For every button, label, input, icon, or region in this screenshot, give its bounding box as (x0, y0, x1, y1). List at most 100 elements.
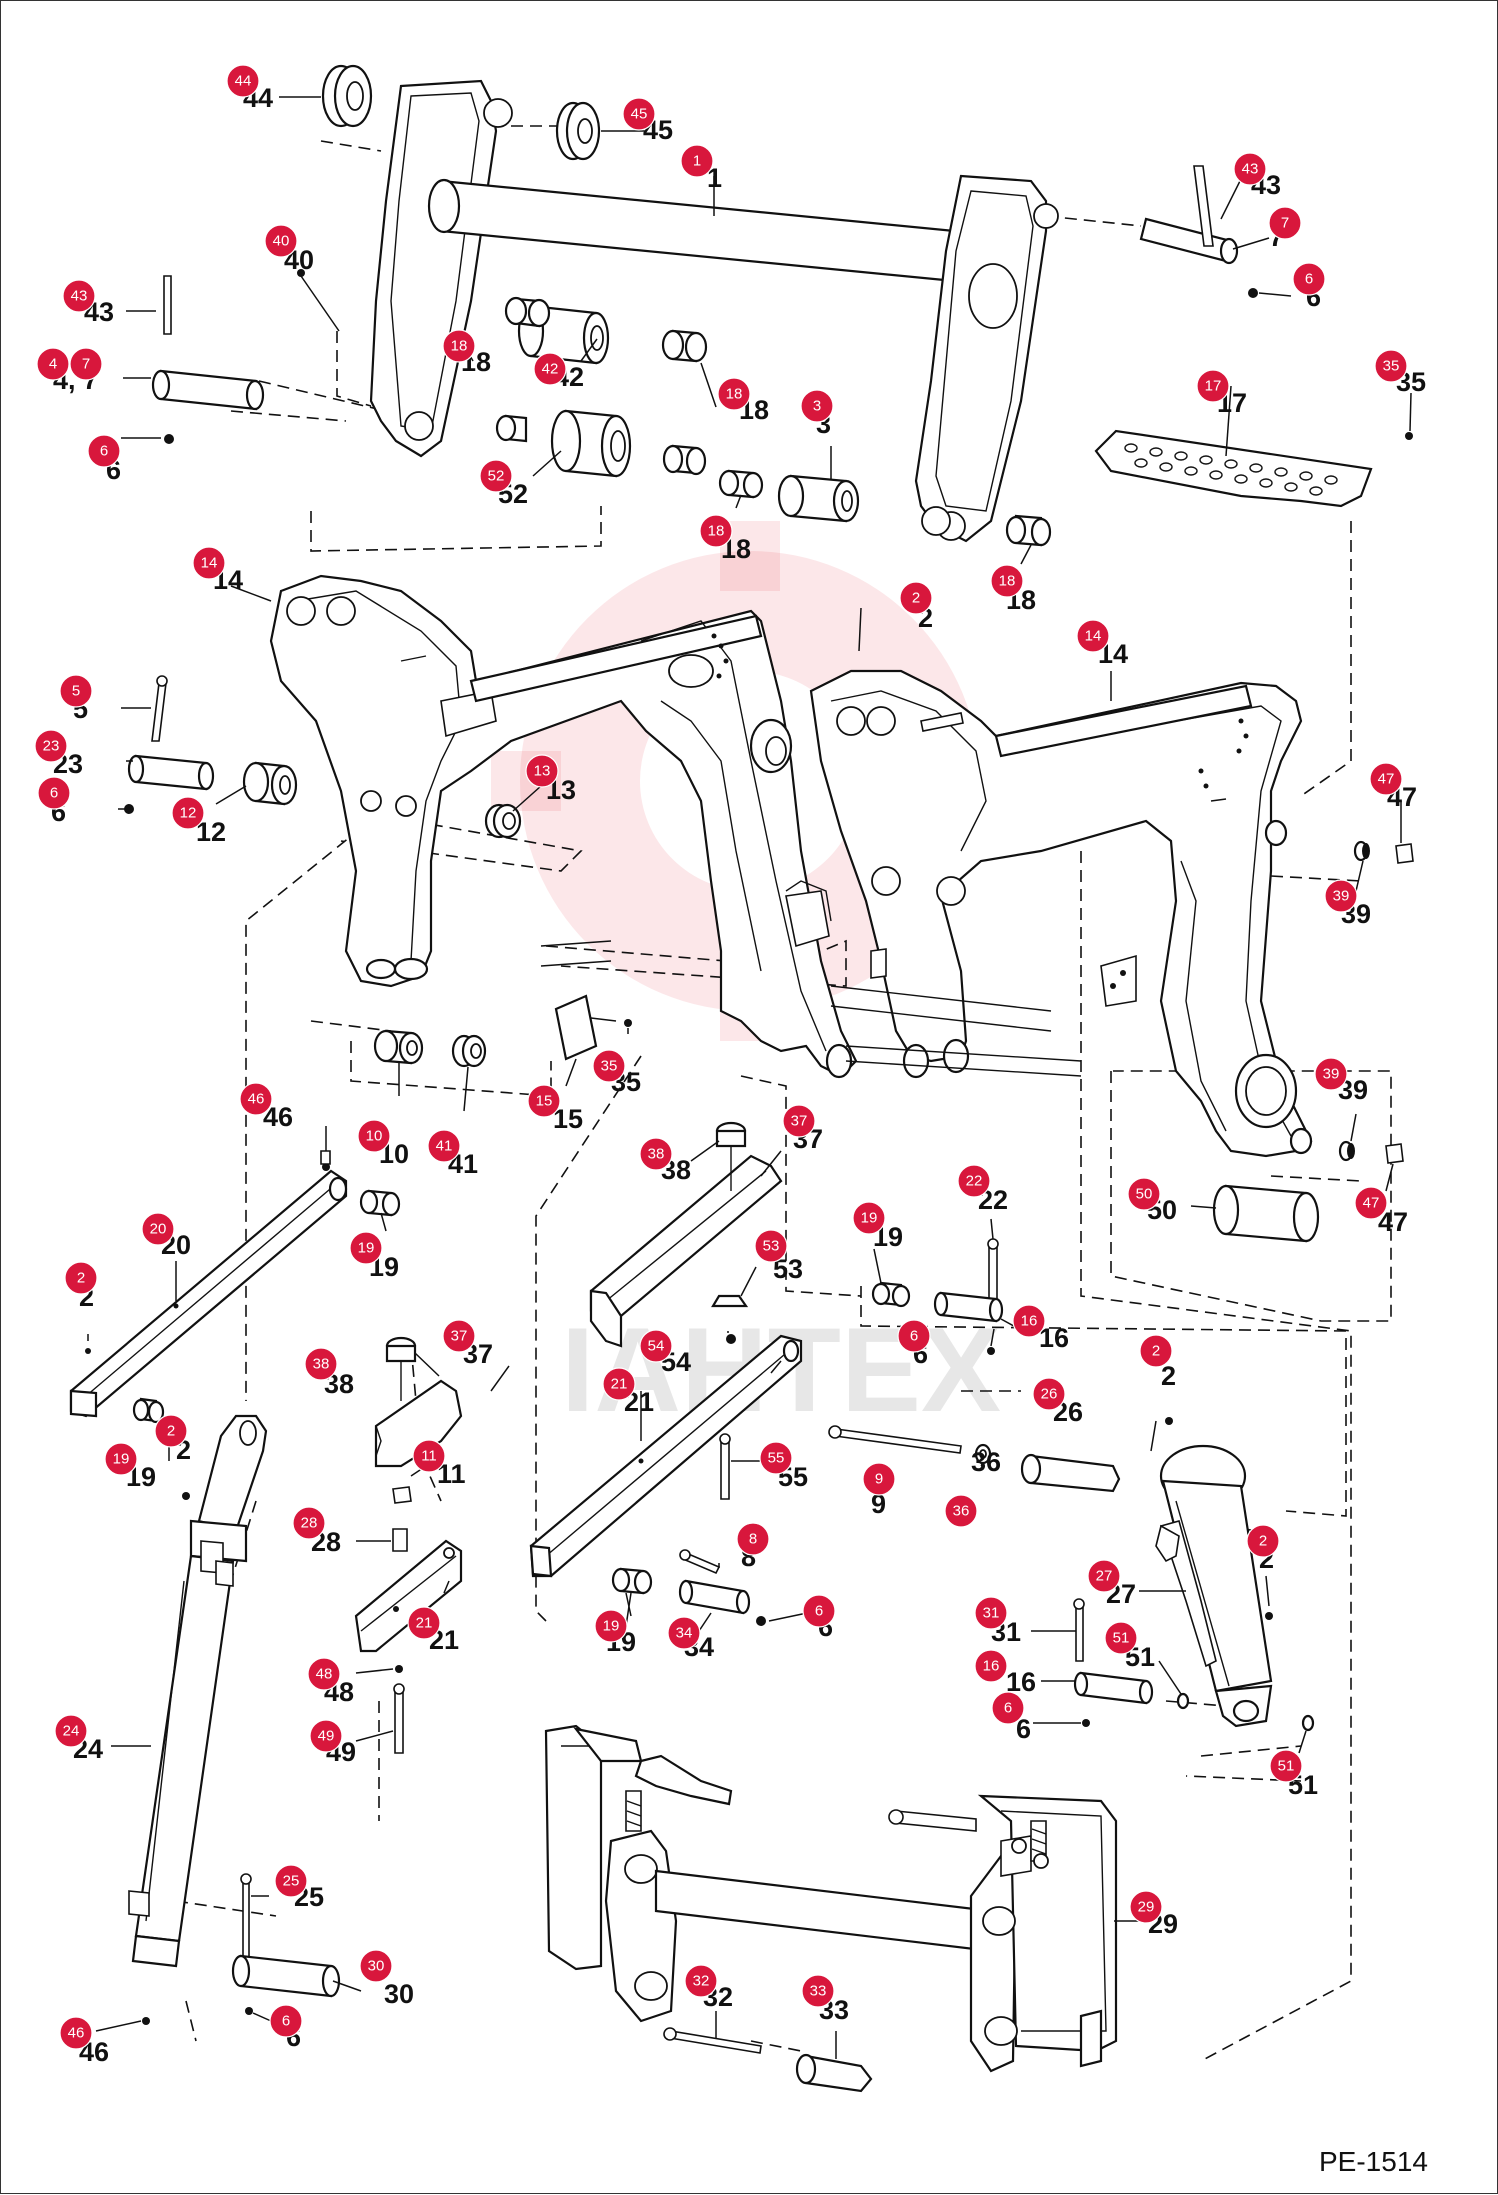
callout-badge[interactable]: 35 (592, 1049, 626, 1083)
callout-badge[interactable]: 18 (699, 514, 733, 548)
callout-badge[interactable]: 21 (602, 1367, 636, 1401)
callout-badge[interactable]: 50 (1127, 1177, 1161, 1211)
callout-badge[interactable]: 32 (684, 1964, 718, 1998)
callout-badge[interactable]: 46 (239, 1082, 273, 1116)
callout-badge[interactable]: 2 (64, 1261, 98, 1295)
callout-badge[interactable]: 23 (34, 729, 68, 763)
callout-badge[interactable]: 3 (800, 389, 834, 423)
callout-badge[interactable]: 27 (1087, 1559, 1121, 1593)
callout-badge[interactable]: 51 (1269, 1749, 1303, 1783)
callout-badge[interactable]: 6 (991, 1691, 1025, 1725)
part-6-nut-g (245, 2007, 253, 2015)
svg-text:35: 35 (1383, 358, 1400, 375)
callout-badge[interactable]: 44 (226, 64, 260, 98)
callout-badge[interactable]: 43 (62, 279, 96, 313)
callout-badge[interactable]: 36 (944, 1494, 978, 1528)
callout-badge[interactable]: 53 (754, 1229, 788, 1263)
callout-badge[interactable]: 2 (899, 581, 933, 615)
svg-text:18: 18 (999, 573, 1016, 590)
callout-badge[interactable]: 6 (37, 776, 71, 810)
callout-badge[interactable]: 55 (759, 1441, 793, 1475)
callout-badge[interactable]: 9 (862, 1462, 896, 1496)
callout-badge[interactable]: 15 (527, 1084, 561, 1118)
callout-badge[interactable]: 51 (1104, 1621, 1138, 1655)
callout-badge[interactable]: 39 (1324, 879, 1358, 913)
callout-badge[interactable]: 49 (309, 1719, 343, 1753)
callout-badge[interactable]: 18 (717, 377, 751, 411)
callout-badge[interactable]: 45 (622, 97, 656, 131)
callout-badge[interactable]: 1 (680, 144, 714, 178)
callout-badge[interactable]: 31 (974, 1596, 1008, 1630)
part-27-cylinder (1155, 1417, 1273, 1728)
callout-badge[interactable]: 54 (639, 1329, 673, 1363)
callout-badge[interactable]: 30 (359, 1949, 393, 1983)
callout-badge[interactable]: 38 (639, 1137, 673, 1171)
callout-badge[interactable]: 18 (442, 329, 476, 363)
callout-badge[interactable]: 43 (1233, 152, 1267, 186)
part-52-bushing (495, 409, 632, 478)
callout-badge[interactable]: 41 (427, 1129, 461, 1163)
callout-badge[interactable]: 35 (1374, 349, 1408, 383)
part-number-labels: 44 45 1 43 7 6 40 43 4, 7 6 18 42 18 52 … (51, 83, 1426, 2067)
callout-badge[interactable]: 6 (802, 1594, 836, 1628)
callout-badge[interactable]: 6 (897, 1319, 931, 1353)
part-50-bushing (1212, 1184, 1320, 1243)
callout-badge[interactable]: 2 (154, 1414, 188, 1448)
callout-badge[interactable]: 46 (59, 2016, 93, 2050)
callout-badge[interactable]: 42 (533, 352, 567, 386)
leader-lines (95, 96, 1412, 2059)
callout-badge[interactable]: 13 (525, 754, 559, 788)
callout-badge[interactable]: 52 (479, 459, 513, 493)
callout-badge[interactable]: 40 (264, 224, 298, 258)
svg-text:21: 21 (611, 1376, 628, 1393)
part-7-pin-right (1139, 165, 1258, 298)
callout-badge[interactable]: 4 (36, 347, 70, 381)
svg-text:6: 6 (282, 2013, 290, 2030)
callout-badge[interactable]: 2 (1246, 1524, 1280, 1558)
reference-code: PE-1514 (1319, 2146, 1428, 2177)
part-55-bolt (719, 1433, 731, 1500)
callout-badge[interactable]: 10 (357, 1119, 391, 1153)
callout-badge[interactable]: 18 (990, 564, 1024, 598)
callout-badge[interactable]: 6 (87, 434, 121, 468)
callout-badge[interactable]: 16 (974, 1649, 1008, 1683)
callout-badge[interactable]: 19 (594, 1609, 628, 1643)
callout-badge[interactable]: 25 (274, 1864, 308, 1898)
callout-badge[interactable]: 8 (736, 1522, 770, 1556)
callout-badge[interactable]: 19 (852, 1201, 886, 1235)
callout-badge[interactable]: 48 (307, 1657, 341, 1691)
callout-badge[interactable]: 5 (59, 674, 93, 708)
callout-badge[interactable]: 17 (1196, 369, 1230, 403)
callout-badge[interactable]: 20 (141, 1212, 175, 1246)
callout-badge[interactable]: 39 (1314, 1057, 1348, 1091)
callout-badge[interactable]: 6 (269, 2004, 303, 2038)
callout-badge[interactable]: 24 (54, 1714, 88, 1748)
callout-badge[interactable]: 22 (957, 1164, 991, 1198)
callout-badge[interactable]: 12 (171, 796, 205, 830)
callout-badge[interactable]: 14 (1076, 619, 1110, 653)
svg-text:51: 51 (1278, 1758, 1295, 1775)
callout-badge[interactable]: 26 (1032, 1377, 1066, 1411)
callout-badge[interactable]: 2 (1139, 1334, 1173, 1368)
callout-badge[interactable]: 34 (667, 1616, 701, 1650)
callout-badge[interactable]: 19 (349, 1231, 383, 1265)
callout-badge[interactable]: 37 (442, 1319, 476, 1353)
callout-badge[interactable]: 14 (192, 546, 226, 580)
callout-badge[interactable]: 6 (1292, 262, 1326, 296)
callout-badge[interactable]: 16 (1012, 1304, 1046, 1338)
callout-badge[interactable]: 21 (407, 1606, 441, 1640)
svg-text:30: 30 (368, 1958, 385, 1975)
svg-text:51: 51 (1113, 1630, 1130, 1647)
callout-badge[interactable]: 47 (1354, 1186, 1388, 1220)
callout-badge[interactable]: 38 (304, 1347, 338, 1381)
callout-badge[interactable]: 7 (69, 347, 103, 381)
callout-badge[interactable]: 47 (1369, 762, 1403, 796)
callout-badge[interactable]: 28 (292, 1506, 326, 1540)
callout-badge[interactable]: 19 (104, 1442, 138, 1476)
callout-badge[interactable]: 11 (412, 1439, 446, 1473)
callout-badge[interactable]: 29 (1129, 1890, 1163, 1924)
callout-badge[interactable]: 7 (1268, 206, 1302, 240)
callout-badge[interactable]: 33 (801, 1974, 835, 2008)
svg-text:48: 48 (316, 1666, 333, 1683)
callout-badge[interactable]: 37 (782, 1104, 816, 1138)
